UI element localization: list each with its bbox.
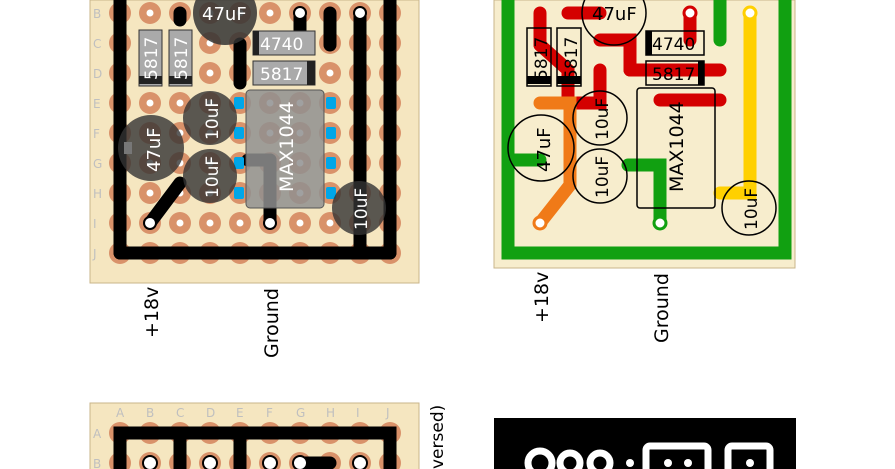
row-letter: I [93,217,97,231]
column-letter: A [116,406,125,420]
ic-max1044: MAX1044 [234,89,336,209]
column-letters: A B C D E F G H I J [116,406,390,420]
reversed-note: versed) [428,405,448,469]
pad-hole [206,219,214,227]
column-letter: H [326,406,335,420]
column-letter: F [266,406,273,420]
pad-hole [326,219,334,227]
cap-47uf-big: 47uF [118,115,184,181]
svg-text:5817: 5817 [172,37,192,80]
pcb-layout-top: 5817 5817 4740 5817 MAX1044 47uF 47uF 10… [493,0,796,343]
pad-hole [236,219,244,227]
pad-hole [266,9,274,17]
row-letter: E [93,97,101,111]
pad-hole [146,99,154,107]
svg-text:10uF: 10uF [352,188,372,230]
resistor-4740: 4740 [252,30,316,56]
cap-10uf-b: 10uF [183,149,237,203]
svg-text:10uF: 10uF [203,156,223,198]
svg-text:4740: 4740 [652,35,695,55]
row-letter: D [93,67,102,81]
row-letters: AB [93,427,102,469]
svg-text:10uF: 10uF [742,188,762,230]
column-letter: E [236,406,244,420]
cap-47uf-top: 47uF [193,0,257,45]
svg-text:5817: 5817 [260,65,303,85]
row-letter: B [93,7,101,21]
pad-hole [326,69,334,77]
label-plus-18v-pcb: +18v [531,272,553,323]
ic-pins [234,97,336,199]
svg-text:10uF: 10uF [593,156,613,198]
label-plus-18v: +18v [141,287,163,338]
row-letter: H [93,187,102,201]
column-letter: J [385,406,390,420]
column-letter: G [296,406,305,420]
cap-10uf-a: 10uF [183,91,237,145]
row-letter: B [93,457,101,469]
orange-trace [533,96,577,230]
pad-hole [146,9,154,17]
row-letter: C [93,37,101,51]
column-letter: I [356,406,360,420]
svg-text:4740: 4740 [260,35,303,55]
pad-hole [176,219,184,227]
ground-trace [501,0,792,260]
pad-hole [146,189,154,197]
pad-hole [176,99,184,107]
cap-10uf-c: 10uF [332,181,386,235]
svg-text:5817: 5817 [652,65,695,85]
svg-text:47uF: 47uF [592,4,637,25]
diode-5817-a: 5817 [138,29,163,87]
pcb-artwork [494,418,796,469]
svg-text:47uF: 47uF [534,127,555,172]
svg-text:47uF: 47uF [144,127,165,172]
svg-text:5817: 5817 [562,37,582,80]
svg-text:5817: 5817 [532,37,552,80]
svg-text:10uF: 10uF [593,98,613,140]
stripboard-layout-top: B C D E F G H I J 5817 5817 [89,0,420,358]
svg-text:47uF: 47uF [202,4,247,25]
row-letter: G [93,157,102,171]
row-letter: J [92,247,97,261]
row-letters: B C D E F G H I J [92,7,102,261]
diode-5817-horizontal: 5817 [252,60,316,86]
svg-text:10uF: 10uF [203,98,223,140]
label-ground: Ground [261,288,283,358]
svg-text:5817: 5817 [142,37,162,80]
diode-5817-b: 5817 [168,29,193,87]
column-letter: C [176,406,184,420]
traces [113,426,397,469]
pad-hole [296,219,304,227]
row-letter: A [93,427,102,441]
column-letter: D [206,406,215,420]
label-ground-pcb: Ground [651,273,673,343]
pad-hole [206,69,214,77]
svg-text:MAX1044: MAX1044 [276,101,298,192]
red-trace [533,6,727,110]
column-letter: B [146,406,154,420]
yellow-trace [713,6,757,200]
row-letter: F [93,127,100,141]
svg-text:MAX1044: MAX1044 [666,101,688,192]
